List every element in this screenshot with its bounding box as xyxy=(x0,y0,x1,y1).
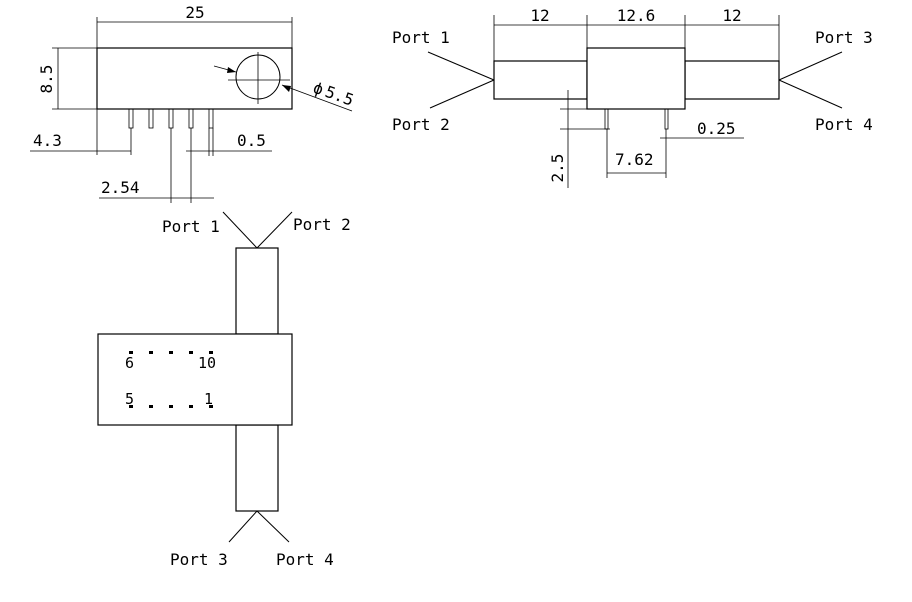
pin xyxy=(128,108,134,129)
pin xyxy=(664,108,669,130)
pin-number-5: 5 xyxy=(125,390,134,408)
dim-pin-dia-label: 0.25 xyxy=(697,119,736,138)
top-fiber-tube-upper xyxy=(235,247,279,335)
pin-dot xyxy=(169,405,173,408)
pin xyxy=(148,108,154,129)
front-view-body xyxy=(586,47,686,110)
top-port1-label: Port 1 xyxy=(162,217,220,236)
front-port4-label: Port 4 xyxy=(815,115,873,134)
dim-diameter-label: 5.5 xyxy=(323,82,357,110)
pin xyxy=(168,108,174,129)
top-view-body xyxy=(97,333,293,426)
front-port2-label: Port 2 xyxy=(392,115,450,134)
pin-dot xyxy=(149,351,153,354)
dim-left-offset-label: 4.3 xyxy=(33,131,62,150)
pin-dot xyxy=(189,405,193,408)
pin-dot xyxy=(129,405,133,408)
side-view: 25 8.5 ϕ 5.5 4.3 0.5 xyxy=(30,3,356,203)
top-port4-label: Port 4 xyxy=(276,550,334,569)
dim-pin-spacing-label: 7.62 xyxy=(615,150,654,169)
front-port3-label: Port 3 xyxy=(815,28,873,47)
pin xyxy=(188,108,194,129)
dim-height-label: 8.5 xyxy=(37,65,56,94)
front-port1-label: Port 1 xyxy=(392,28,450,47)
pin-dot xyxy=(189,351,193,354)
pin-number-10: 10 xyxy=(198,354,216,372)
pin-dot xyxy=(149,405,153,408)
pin-dot xyxy=(169,351,173,354)
fiber-tube-left xyxy=(493,60,588,100)
fiber-tube-right xyxy=(684,60,780,100)
pin-number-6: 6 xyxy=(125,354,134,372)
pin-dot xyxy=(129,351,133,354)
top-fiber-tube-lower xyxy=(235,424,279,512)
top-port3-label: Port 3 xyxy=(170,550,228,569)
dim-pin-length-label: 2.5 xyxy=(548,154,567,183)
dim-length-label: 25 xyxy=(185,3,204,22)
dim-pin-width-label: 0.5 xyxy=(237,131,266,150)
side-view-body xyxy=(96,47,293,110)
pin-dot xyxy=(209,405,213,408)
pin-row-lower xyxy=(129,405,213,408)
dim-pin-pitch-label: 2.54 xyxy=(101,178,140,197)
dim-fiber-right-label: 12 xyxy=(722,6,741,25)
dim-body-label: 12.6 xyxy=(617,6,656,25)
side-view-pins xyxy=(128,108,214,129)
pin xyxy=(208,108,214,129)
pin-row-upper xyxy=(129,351,213,354)
top-view: Port 1 Port 2 Port 3 Port 4 6 10 5 1 xyxy=(97,211,351,569)
pin-number-1: 1 xyxy=(204,390,213,408)
top-port2-label: Port 2 xyxy=(293,215,351,234)
pin-dot xyxy=(209,351,213,354)
pin xyxy=(604,108,609,130)
dim-fiber-left-label: 12 xyxy=(530,6,549,25)
front-view: 12 12.6 12 Port 1 Port 2 Port 3 Port 4 2… xyxy=(392,6,873,188)
